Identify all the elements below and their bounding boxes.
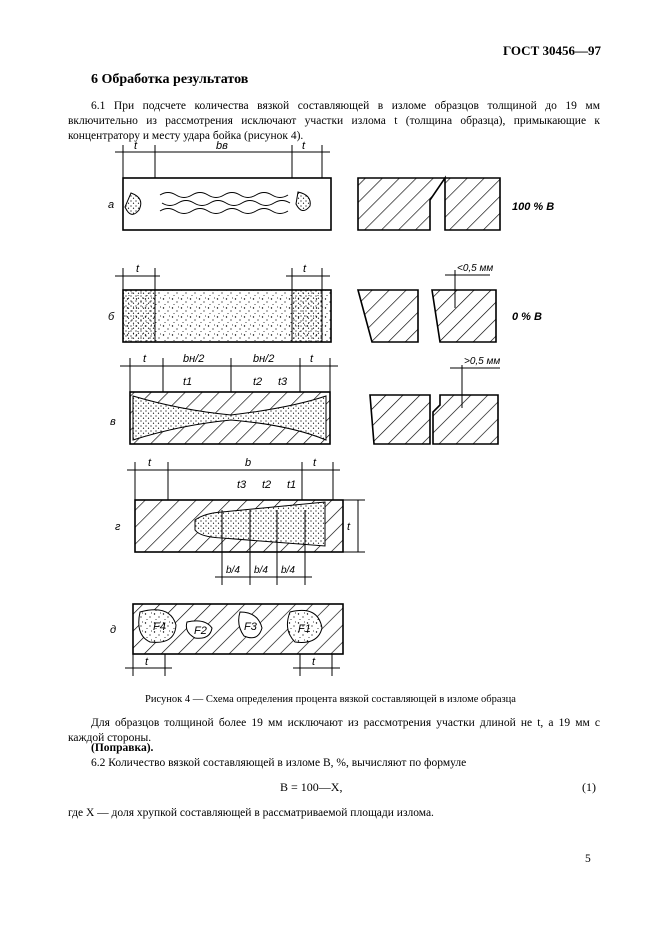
row-g-t1: t1 <box>287 479 296 491</box>
row-v-t1: t1 <box>183 376 192 388</box>
row-a-bv-label: bв <box>216 140 228 152</box>
row-v-dimension-lines <box>120 358 338 392</box>
row-b-profile-left <box>356 289 419 343</box>
row-g-thickness-label: t <box>347 521 351 533</box>
row-a-fibrous-lines <box>159 192 291 214</box>
row-a-specimen <box>122 177 332 231</box>
row-b-letter: б <box>108 311 115 323</box>
row-b-t-left: t <box>136 263 140 275</box>
row-v-profile-left <box>369 394 431 445</box>
row-v-letter: в <box>110 416 116 428</box>
row-d-region-f1-dots <box>287 610 322 643</box>
row-v-t-left: t <box>143 353 147 365</box>
row-d-f4: F4 <box>153 621 166 633</box>
row-v-t-right: t <box>310 353 314 365</box>
row-v-profile-right <box>432 394 499 445</box>
row-b-profile-right <box>431 289 497 343</box>
row-b-dim-arrow <box>445 270 490 308</box>
row-d-dimension-lines <box>125 654 340 676</box>
row-g-quarter-2: b/4 <box>254 565 268 576</box>
row-a-result: 100 % В <box>512 201 554 213</box>
paragraph-thick-specimens: Для образцов толщиной более 19 мм исключ… <box>68 717 600 744</box>
row-b-dim-label: <0,5 мм <box>457 263 493 274</box>
doc-code-header: ГОСТ 30456—97 <box>502 43 601 58</box>
row-g-b-label: b <box>245 457 251 469</box>
row-g-t2: t2 <box>262 479 271 491</box>
paragraph-6-1: 6.1 При подсчете количества вязкой соста… <box>68 100 600 142</box>
row-v-t2: t2 <box>253 376 262 388</box>
row-g-quarter-1: b/4 <box>226 565 240 576</box>
row-g-t3: t3 <box>237 479 247 491</box>
row-v-half-right: bн/2 <box>253 353 274 365</box>
row-d-t-right: t <box>312 656 316 668</box>
amendment-note: (Поправка). <box>91 742 154 754</box>
row-g-quarter-lines <box>215 510 312 585</box>
row-g-dimension-lines <box>127 462 340 500</box>
row-a-left-crack <box>124 192 142 215</box>
row-a-t-left: t <box>134 140 138 152</box>
row-g-letter: г <box>115 521 121 533</box>
row-g-ductile-fill <box>195 502 325 546</box>
row-d-region-f3 <box>238 611 263 639</box>
paragraph-6-2: 6.2 Количество вязкой составляющей в изл… <box>91 757 467 769</box>
row-g-t-right: t <box>313 457 317 469</box>
where-definition: где X — доля хрупкой составляющей в расс… <box>68 807 434 819</box>
row-v-dim-label: >0,5 мм <box>464 356 500 367</box>
row-d-region-f2 <box>185 620 213 639</box>
row-b-result: 0 % В <box>512 311 542 323</box>
row-g-quarter-3: b/4 <box>281 565 295 576</box>
row-g-thickness-dim <box>343 499 365 553</box>
row-d-t-left: t <box>145 656 149 668</box>
row-b-specimen-right-end <box>291 289 323 343</box>
row-v-half-left: bн/2 <box>183 353 204 365</box>
row-v-t3: t3 <box>278 376 288 388</box>
row-d-region-f4-dots <box>138 609 176 643</box>
row-b-dimension-lines <box>115 268 330 290</box>
row-a-right-crack <box>295 191 311 211</box>
row-d-f1: F1 <box>298 623 311 635</box>
row-d-f2: F2 <box>194 625 207 637</box>
figure-caption: Рисунок 4 — Схема определения процента в… <box>145 694 516 705</box>
row-d-f3: F3 <box>244 621 258 633</box>
section-title: 6 Обработка результатов <box>91 72 249 87</box>
row-v-dim-arrow <box>450 365 500 408</box>
row-b-t-right: t <box>303 263 307 275</box>
row-a-profile <box>357 175 501 231</box>
row-a-dimension-lines <box>115 145 330 178</box>
row-a-letter: а <box>108 199 114 211</box>
formula-number: (1) <box>582 780 596 794</box>
row-a-t-right: t <box>302 140 306 152</box>
row-v-ductile-fill <box>133 396 326 440</box>
row-b-specimen-left-end <box>122 289 156 343</box>
row-g-t-left: t <box>148 457 152 469</box>
formula: B = 100—X, <box>280 780 343 794</box>
page-number: 5 <box>585 853 591 865</box>
row-d-letter: д <box>110 624 116 636</box>
